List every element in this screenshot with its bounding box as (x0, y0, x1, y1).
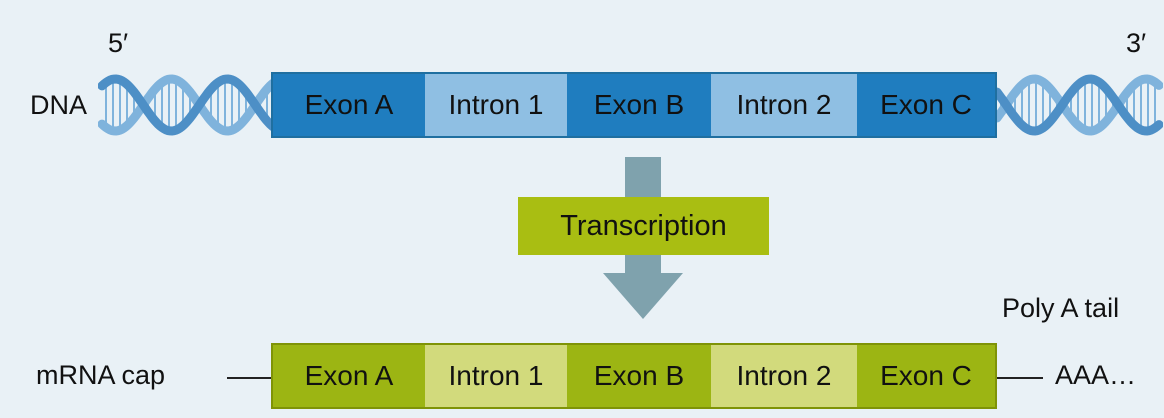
helix-strand-a (993, 74, 1163, 136)
poly-a-tail-caption: Poly A tail (1002, 293, 1120, 323)
five-prime-label: 5′ (108, 28, 129, 58)
three-prime-label: 3′ (1126, 28, 1147, 58)
cap-connector-line (227, 377, 273, 379)
dna-gene-strip: Exon A Intron 1 Exon B Intron 2 Exon C (271, 72, 997, 138)
dna-helix-left (98, 74, 278, 136)
dna-intron-2: Intron 2 (711, 74, 857, 136)
mrna-exon-b: Exon B (567, 345, 711, 407)
dna-label: DNA (30, 90, 88, 120)
poly-a-sequence: AAA… (1055, 360, 1137, 390)
mrna-cap-label: mRNA cap (36, 360, 166, 390)
dna-exon-b: Exon B (567, 74, 711, 136)
mrna-exon-a: Exon A (273, 345, 425, 407)
dna-exon-a: Exon A (273, 74, 425, 136)
dna-intron-1: Intron 1 (425, 74, 567, 136)
helix-strand-b (98, 74, 278, 136)
dna-exon-c: Exon C (857, 74, 995, 136)
mrna-exon-c: Exon C (857, 345, 995, 407)
dna-helix-right (993, 74, 1163, 136)
helix-strand-a (98, 74, 278, 136)
mrna-intron-2: Intron 2 (711, 345, 857, 407)
tail-connector-line (997, 377, 1043, 379)
mrna-strip: Exon A Intron 1 Exon B Intron 2 Exon C (271, 343, 997, 409)
transcription-label-box: Transcription (518, 197, 769, 255)
helix-strand-b (993, 74, 1163, 136)
mrna-intron-1: Intron 1 (425, 345, 567, 407)
